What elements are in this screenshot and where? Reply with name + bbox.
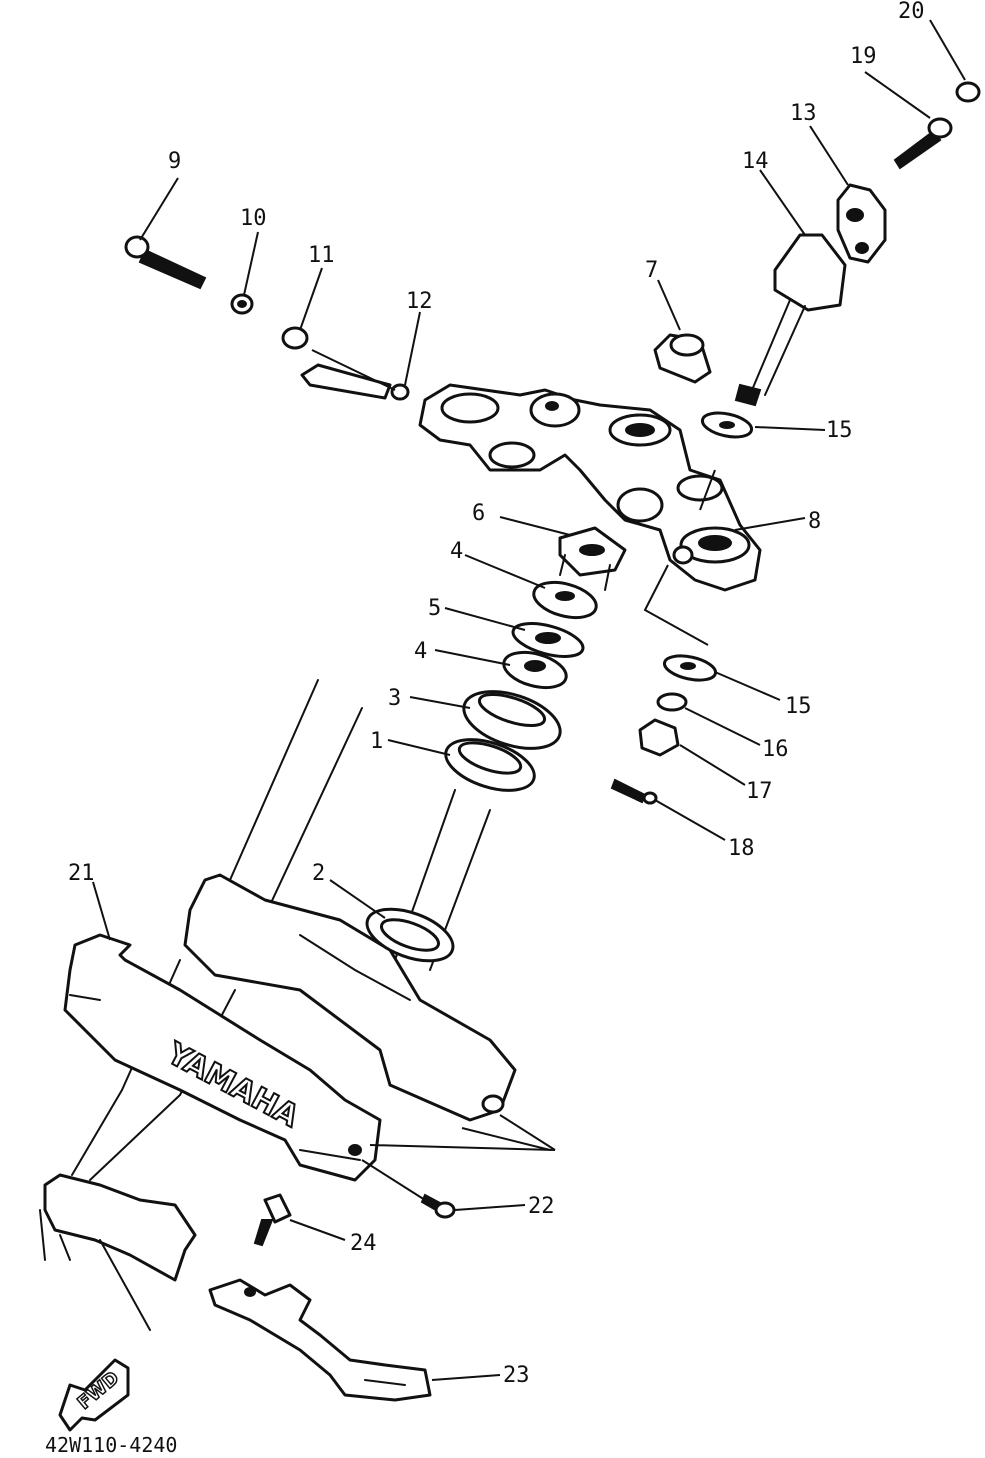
callout-5: 5 [428,596,441,621]
washer-10 [230,293,254,315]
fork-lower-section [39,1173,197,1331]
lock-washer-6 [558,526,627,591]
callout-3: 3 [388,686,401,711]
fwd-arrow-icon: FWD [58,1358,130,1432]
callout-14: 14 [742,149,769,174]
callout-18: 18 [728,836,755,861]
bracket-23 [208,1278,432,1402]
callout-8: 8 [808,509,821,534]
callout-16: 16 [762,737,789,762]
upper-bearing [444,738,536,792]
callout-numbers: 1 2 3 4 4 5 6 7 8 9 10 11 12 13 14 15 15… [68,0,925,1388]
diagram-id: 42W110-4240 [45,1433,177,1457]
ring-nut-lower [502,650,568,690]
callout-12: 12 [406,289,433,314]
handlebar-holder-upper-13 [836,183,887,264]
bolt-9 [124,235,207,290]
bolt-22 [420,1193,456,1219]
callout-9: 9 [168,149,181,174]
callout-4b: 4 [414,639,427,664]
callout-21: 21 [68,861,95,886]
under-bracket [183,873,517,1122]
washer-16 [656,692,688,712]
callout-10: 10 [240,206,267,231]
callout-19: 19 [850,44,877,69]
lower-bearing [365,907,455,963]
callout-23: 23 [503,1363,530,1388]
upper-bracket [418,383,762,592]
washer-11 [281,326,309,350]
callout-20: 20 [898,0,925,24]
handlebar-holder-lower-14 [734,233,847,407]
callout-17: 17 [746,779,773,804]
ring-nut-upper [532,580,598,620]
washer-15-lower [662,654,718,682]
bracket-12 [300,363,410,401]
callout-22: 22 [528,1194,555,1219]
cap-7 [653,333,712,384]
cotter-pin-18 [610,778,658,805]
bolt-19 [893,117,953,170]
callout-1: 1 [370,729,383,754]
callout-15a: 15 [826,418,853,443]
callout-4a: 4 [450,539,463,564]
callout-6: 6 [472,501,485,526]
callout-24: 24 [350,1231,377,1256]
callout-13: 13 [790,101,817,126]
callout-11: 11 [308,243,335,268]
washer-5 [511,622,585,658]
nut-20 [955,81,981,103]
callout-7: 7 [645,258,658,283]
nut-17 [638,718,680,757]
callout-15b: 15 [785,694,812,719]
bearing-cover [462,690,562,750]
callout-2: 2 [312,861,325,886]
bolt-24 [253,1193,292,1247]
leader-lines [92,19,966,1381]
washer-15-upper [700,411,754,439]
